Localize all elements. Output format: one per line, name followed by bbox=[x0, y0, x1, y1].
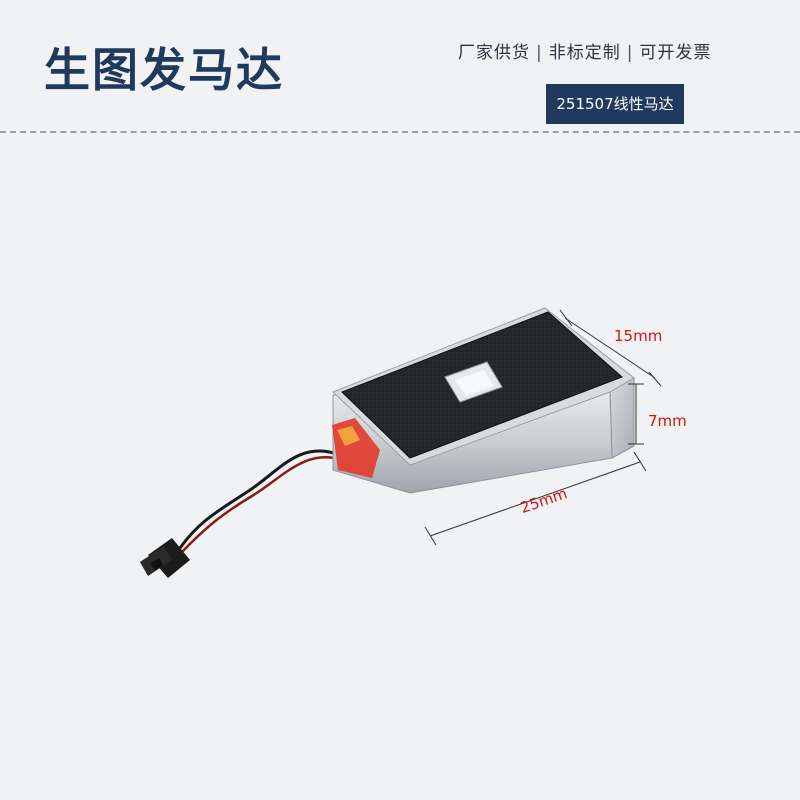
brand-title: 生图发马达 bbox=[44, 43, 284, 97]
tagline-separator: | bbox=[536, 43, 543, 63]
solder-joint bbox=[332, 418, 380, 478]
dimension-lines bbox=[424, 309, 662, 546]
tagline: 厂家供货|非标定制|可开发票 bbox=[458, 38, 711, 63]
dimension-depth-label: 15mm bbox=[614, 327, 663, 345]
tagline-separator: | bbox=[626, 43, 634, 63]
foam-pad bbox=[341, 311, 623, 459]
wire-cable bbox=[178, 449, 343, 553]
connector-plug bbox=[140, 538, 190, 578]
header-divider bbox=[0, 131, 800, 133]
tagline-item-factory: 厂家供货 bbox=[458, 43, 530, 63]
tagline-item-invoice: 可开发票 bbox=[639, 43, 712, 63]
dimension-height-label: 7mm bbox=[648, 412, 687, 430]
model-badge: 251507线性马达 bbox=[546, 84, 684, 124]
tagline-item-custom: 非标定制 bbox=[548, 43, 621, 63]
